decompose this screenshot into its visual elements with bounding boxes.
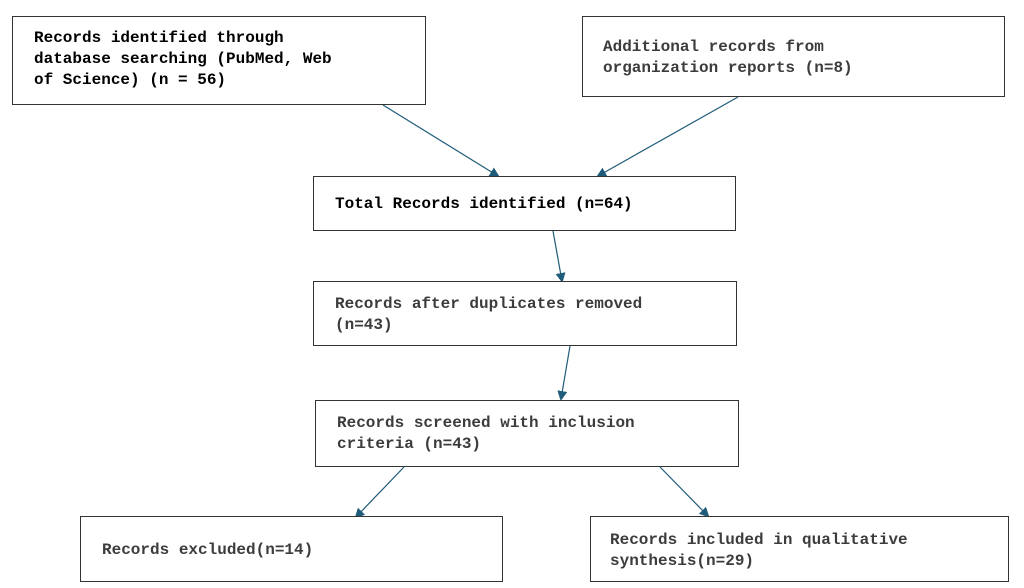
arrow-duplicates-to-screened — [557, 345, 571, 401]
arrow-total-to-duplicates — [552, 230, 566, 283]
node-additional-records: Additional records from organization rep… — [582, 16, 1005, 97]
node-total-identified: Total Records identified (n=64) — [313, 176, 736, 231]
node-screened: Records screened with inclusion criteria… — [315, 400, 739, 467]
arrow-screened-to-included — [659, 466, 710, 518]
node-database-search: Records identified through database sear… — [12, 16, 426, 105]
arrow-database-to-total — [382, 104, 500, 178]
arrow-screened-to-excluded — [354, 466, 405, 519]
arrow-additional-to-total — [596, 96, 739, 177]
node-included: Records included in qualitative synthesi… — [590, 516, 1009, 582]
node-excluded: Records excluded(n=14) — [80, 516, 503, 582]
node-duplicates-removed: Records after duplicates removed (n=43) — [313, 281, 737, 346]
